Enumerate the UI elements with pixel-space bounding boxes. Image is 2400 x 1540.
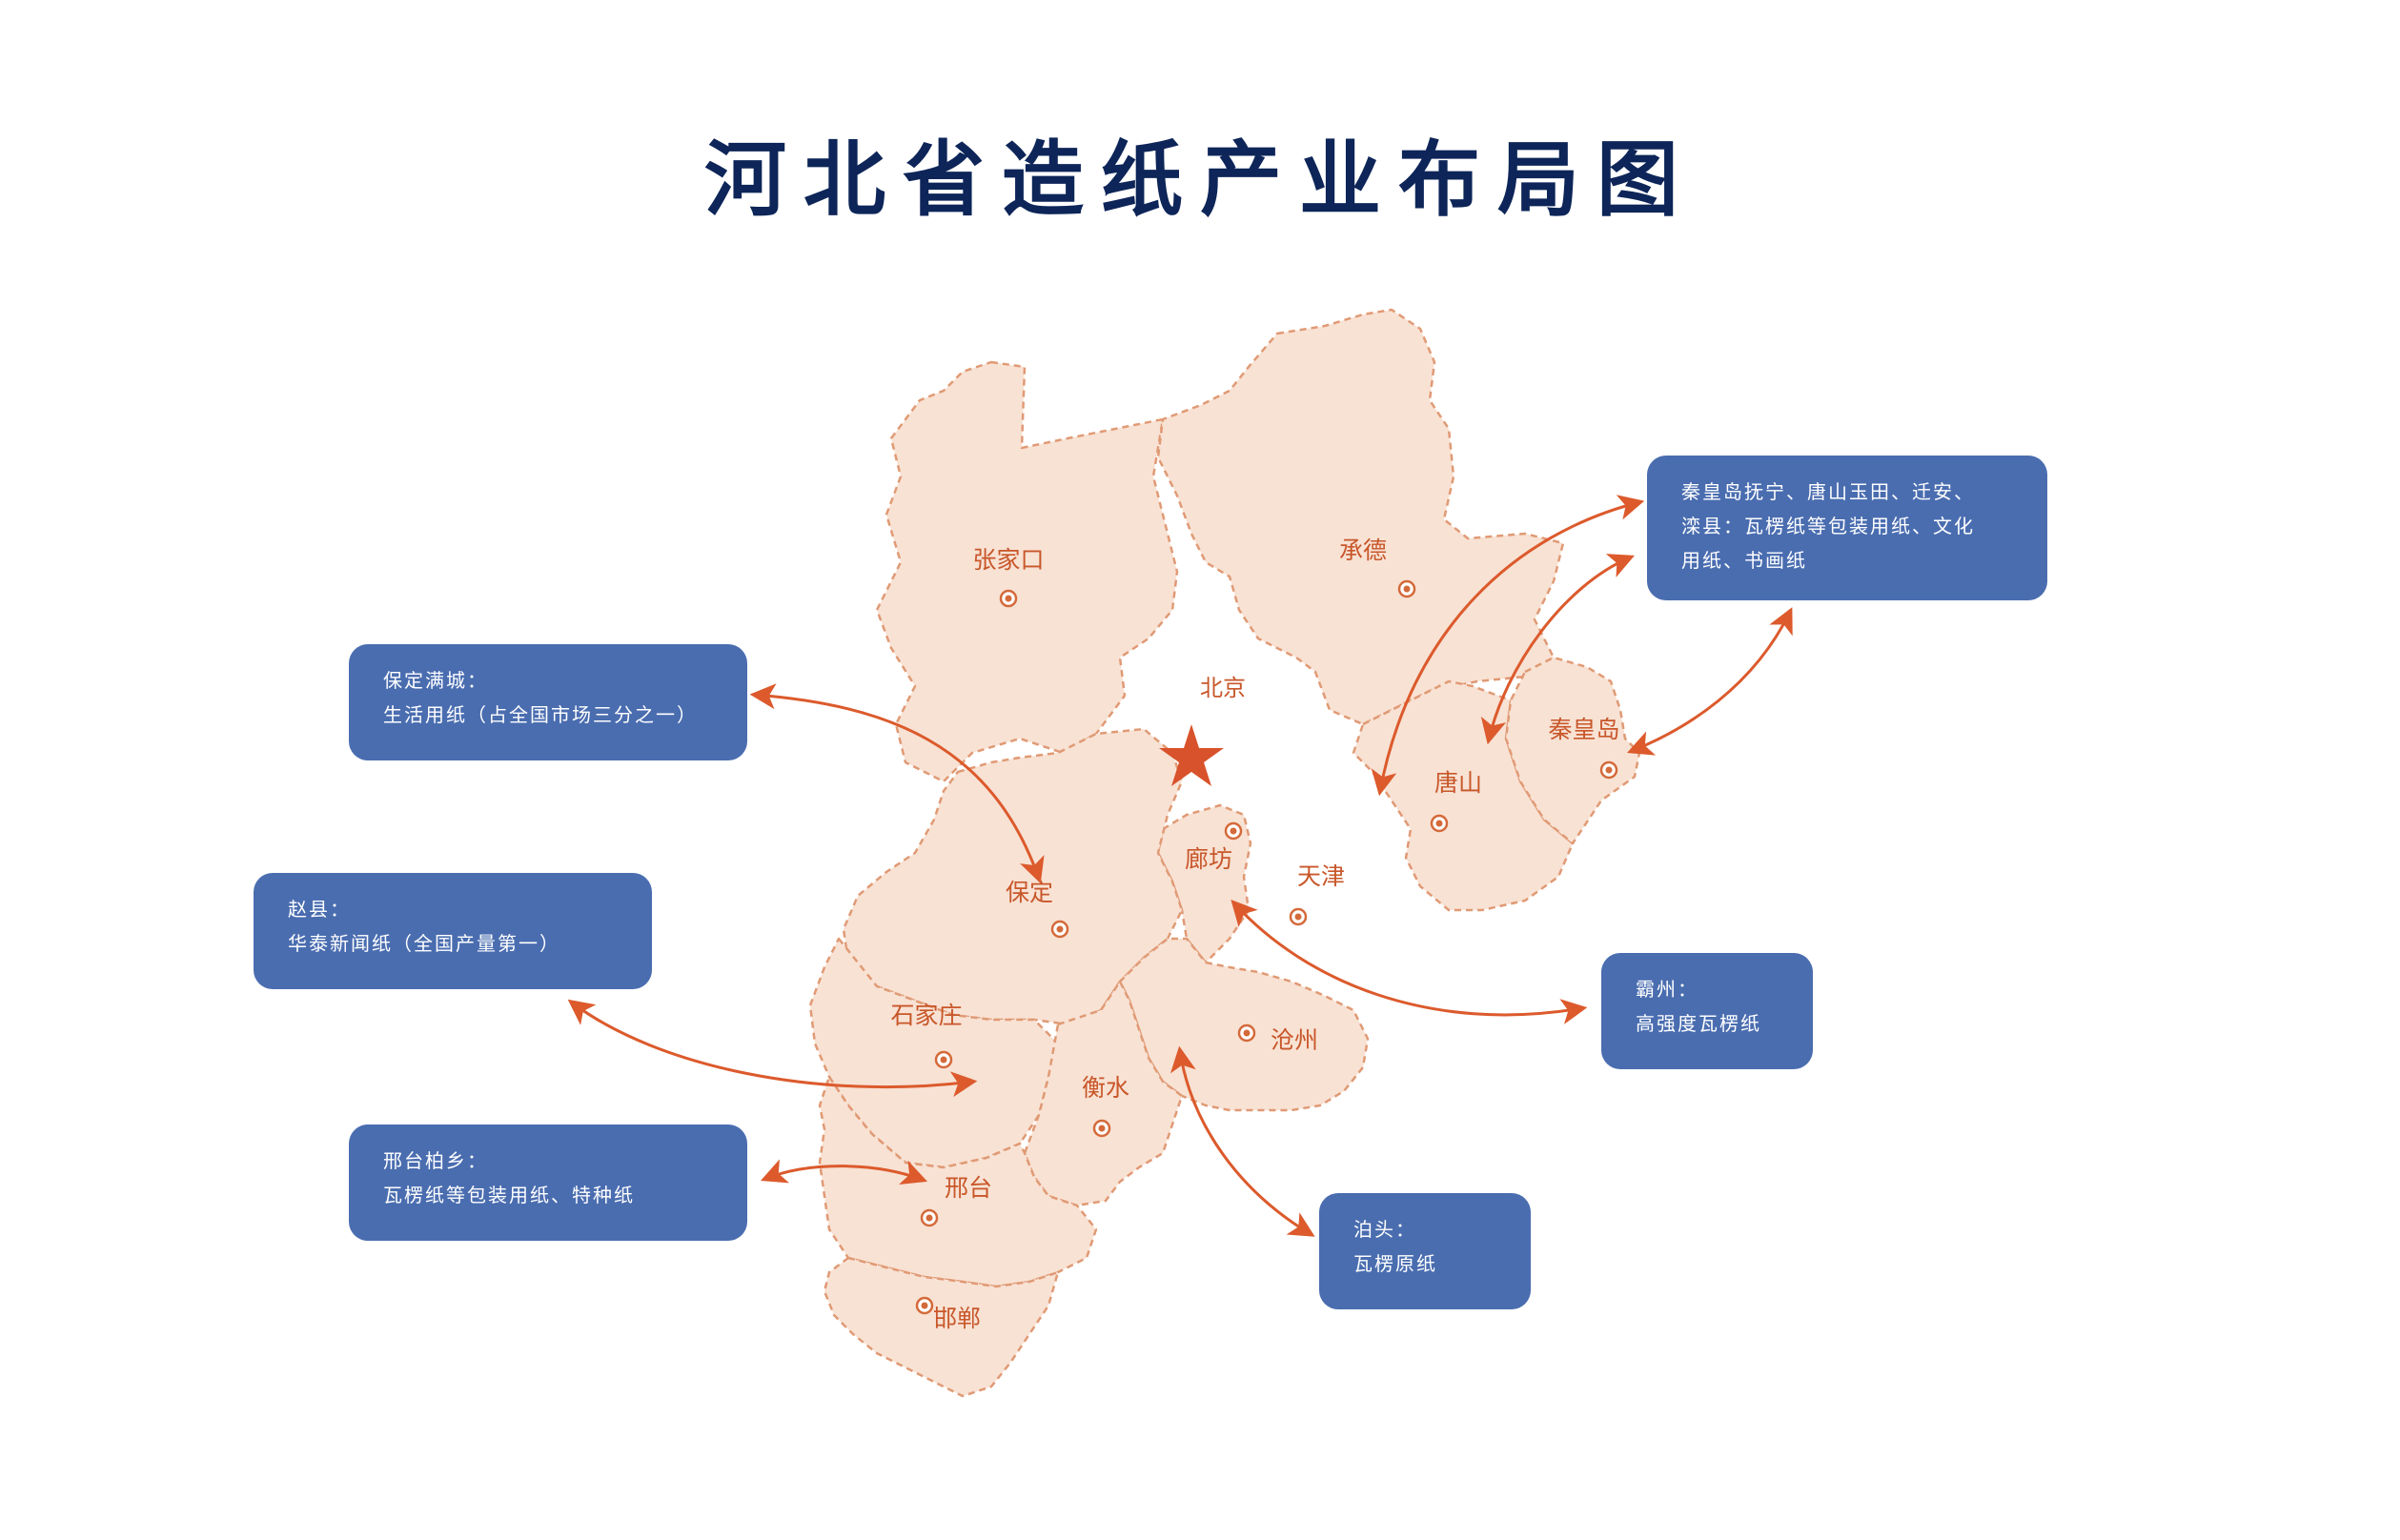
city-dot-center [1403, 585, 1411, 593]
callout-line: 瓦楞原纸 [1353, 1252, 1437, 1275]
city-dot-center [1005, 595, 1012, 602]
region-chengde [1156, 308, 1565, 726]
city-label-zhangjiakou: 张家口 [972, 546, 1044, 574]
city-marker-tianjin [1289, 907, 1308, 926]
capital-label: 北京 [1200, 675, 1246, 701]
callout-line: 高强度瓦楞纸 [1636, 1012, 1761, 1035]
city-label-tianjin: 天津 [1297, 862, 1345, 890]
arrow-bazhou [1231, 900, 1588, 1024]
city-label-handan: 邯郸 [933, 1305, 981, 1332]
arrow-baoding [749, 683, 1045, 884]
callout-line: 泊头： [1353, 1218, 1416, 1241]
city-label-xingtai: 邢台 [945, 1174, 992, 1202]
city-dot-center [940, 1056, 947, 1064]
city-label-shijiazhuang: 石家庄 [890, 1002, 962, 1029]
arrow-xingtai [760, 1159, 928, 1185]
star-icon [1159, 724, 1224, 786]
city-marker-cangzhou [1237, 1023, 1256, 1043]
callout-line: 生活用纸（占全国市场三分之一） [383, 703, 698, 726]
city-marker-handan [915, 1296, 934, 1315]
arrow-qhd-2 [1480, 554, 1635, 745]
callout-line: 霸州： [1636, 978, 1698, 1001]
city-dot-center [1435, 820, 1443, 827]
arrows-layer [567, 495, 1793, 1237]
callout-line: 赵县： [288, 898, 351, 921]
city-marker-xingtai [920, 1208, 939, 1227]
city-label-chengde: 承德 [1339, 537, 1387, 564]
city-marker-baoding [1050, 920, 1069, 939]
city-label-tangshan: 唐山 [1434, 769, 1482, 797]
city-label-baoding: 保定 [1006, 879, 1053, 906]
callout-botou: 泊头： 瓦楞原纸 [1319, 1193, 1531, 1309]
callout-line: 保定满城： [383, 669, 488, 692]
city-label-hengshui: 衡水 [1082, 1074, 1129, 1102]
callout-line: 华泰新闻纸（全国产量第一） [288, 932, 560, 955]
callout-bazhou: 霸州： 高强度瓦楞纸 [1601, 953, 1813, 1069]
city-dot-center [921, 1302, 928, 1309]
city-marker-shijiazhuang [934, 1050, 953, 1069]
callout-qinhuangdao: 秦皇岛抚宁、唐山玉田、迁安、 滦县：瓦楞纸等包装用纸、文化 用纸、书画纸 [1647, 456, 2047, 600]
callout-line: 秦皇岛抚宁、唐山玉田、迁安、 [1681, 480, 1975, 503]
callout-zhaoxian: 赵县： 华泰新闻纸（全国产量第一） [254, 873, 652, 989]
city-dot-center [1243, 1029, 1251, 1037]
city-marker-qinhuangdao [1599, 760, 1618, 780]
city-dot-center [925, 1214, 933, 1222]
page-title: 河北省造纸产业布局图 [704, 132, 1696, 228]
city-dot-center [1056, 925, 1064, 933]
arrow-qhd-3 [1626, 607, 1793, 756]
region-xingtai [818, 1075, 1098, 1288]
arrow-botou [1169, 1045, 1315, 1237]
region-zhangjiakou [875, 360, 1179, 783]
callout-line: 瓦楞纸等包装用纸、特种纸 [383, 1184, 635, 1206]
callout-line: 邢台柏乡： [383, 1149, 488, 1172]
city-marker-hengshui [1092, 1119, 1111, 1138]
capital-marker: 北京 [1159, 675, 1246, 786]
city-label-qinhuangdao: 秦皇岛 [1548, 716, 1619, 743]
city-marker-zhangjiakou [999, 589, 1018, 608]
region-hengshui [1023, 980, 1184, 1207]
city-label-langfang: 廊坊 [1185, 845, 1232, 873]
callout-baoding: 保定满城： 生活用纸（占全国市场三分之一） [349, 644, 747, 760]
city-dot-center [1605, 766, 1613, 774]
city-dot-center [1230, 827, 1237, 835]
callout-line: 用纸、书画纸 [1681, 549, 1807, 572]
city-label-cangzhou: 沧州 [1271, 1026, 1318, 1054]
arrow-qhd-1 [1371, 495, 1645, 797]
city-dot-center [1294, 913, 1302, 921]
callout-line: 滦县：瓦楞纸等包装用纸、文化 [1681, 515, 1975, 537]
city-marker-tangshan [1430, 814, 1449, 833]
arrow-zhaoxian [567, 999, 978, 1098]
region-handan [823, 1256, 1060, 1398]
callout-xingtai: 邢台柏乡： 瓦楞纸等包装用纸、特种纸 [349, 1125, 747, 1241]
city-marker-chengde [1397, 579, 1416, 598]
city-dot-center [1098, 1125, 1106, 1132]
city-marker-langfang [1224, 821, 1243, 841]
